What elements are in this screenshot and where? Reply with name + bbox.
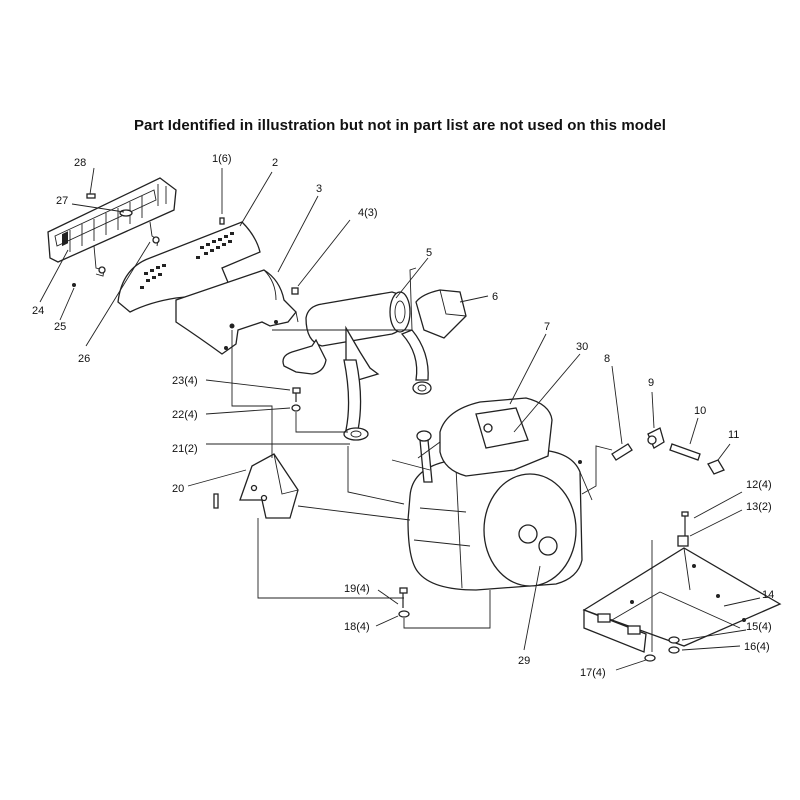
- bolt-23-part: [292, 387, 301, 402]
- screw-28-part: [86, 193, 96, 199]
- callout-20: 20: [172, 483, 184, 495]
- callout-22: 22(4): [172, 409, 198, 421]
- callout-13: 13(2): [746, 501, 772, 513]
- exhaust-gasket-part: [343, 427, 369, 441]
- screw-1-part: [219, 217, 225, 225]
- clip-27-part: [119, 209, 133, 217]
- washer-18-part: [398, 610, 410, 618]
- callout-11: 11: [728, 429, 739, 441]
- alignment-lines: [231, 267, 653, 652]
- callout-19: 19(4): [344, 583, 370, 595]
- callout-4: 4(3): [358, 207, 378, 219]
- bolt-12-part: [681, 511, 689, 538]
- callout-30: 30: [576, 341, 588, 353]
- callout-26: 26: [78, 353, 90, 365]
- callout-8: 8: [604, 353, 610, 365]
- screw-4-part: [291, 287, 299, 295]
- callout-16: 16(4): [744, 641, 770, 653]
- muffler-part: [282, 291, 432, 431]
- base-plate-part: [582, 547, 782, 653]
- callout-6: 6: [492, 291, 498, 303]
- callout-3: 3: [316, 183, 322, 195]
- engine-block-part: [407, 397, 583, 591]
- callout-10: 10: [694, 405, 706, 417]
- bolt-19-part: [399, 587, 408, 608]
- callout-27: 27: [56, 195, 68, 207]
- grille-guard-part: [47, 177, 177, 277]
- screw-25-part: [72, 283, 76, 287]
- callout-29: 29: [518, 655, 530, 667]
- drain-nipple-part: [611, 443, 633, 461]
- callout-18: 18(4): [344, 621, 370, 633]
- callout-5: 5: [426, 247, 432, 259]
- nut-17-part: [644, 654, 656, 662]
- end-cap-part: [415, 289, 467, 339]
- callout-14: 14: [762, 589, 774, 601]
- drain-elbow-part: [647, 427, 665, 449]
- callout-9: 9: [648, 377, 654, 389]
- nut-16-part: [668, 646, 680, 654]
- engine-decal-part: [475, 407, 529, 449]
- callout-21: 21(2): [172, 443, 198, 455]
- callout-12: 12(4): [746, 479, 772, 491]
- callout-24: 24: [32, 305, 44, 317]
- drain-cap-part: [707, 459, 725, 475]
- header-note: Part Identified in illustration but not …: [133, 117, 667, 134]
- callout-17: 17(4): [580, 667, 606, 679]
- callout-23: 23(4): [172, 375, 198, 387]
- mount-bracket-part: [213, 453, 299, 519]
- callout-1: 1(6): [212, 153, 232, 165]
- drain-hose-part: [669, 443, 701, 461]
- leader-lines: [39, 167, 761, 671]
- bolt-13-part: [677, 535, 689, 547]
- muffler-shroud-part: [175, 269, 299, 355]
- callout-28: 28: [74, 157, 86, 169]
- callout-labels: 1(6) 2 3 4(3) 5 6 7 8 9 10 11 12(4) 13(2…: [32, 153, 774, 679]
- callout-7: 7: [544, 321, 550, 333]
- callout-2: 2: [272, 157, 278, 169]
- washer-22-part: [291, 404, 301, 412]
- callout-15: 15(4): [746, 621, 772, 633]
- callout-25: 25: [54, 321, 66, 333]
- washer-15-part: [668, 636, 680, 644]
